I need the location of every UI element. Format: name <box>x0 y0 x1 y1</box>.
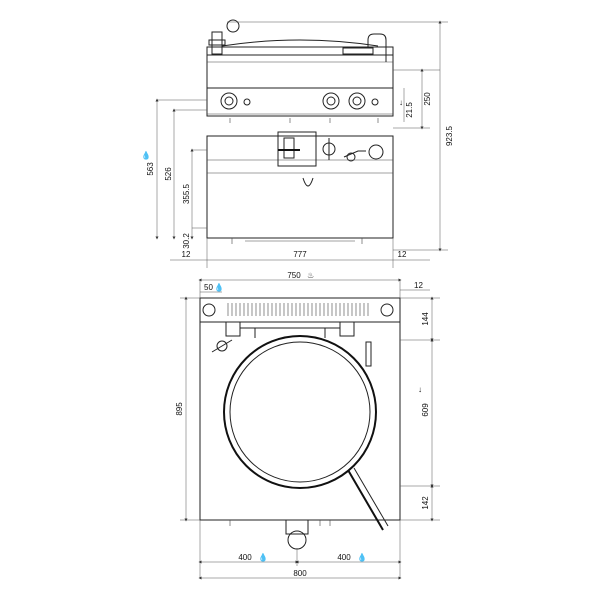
tilting-arm-edge <box>353 467 389 527</box>
label-144: 144 <box>421 312 430 326</box>
valve-handle <box>211 339 233 353</box>
label-750: 750 <box>287 271 301 280</box>
water-tap-icon <box>367 33 387 62</box>
water-drop-icon: 💧 <box>258 552 268 562</box>
drain-icon: ↓ <box>399 98 403 107</box>
kettle-pot-outer <box>223 335 377 489</box>
label-895: 895 <box>175 402 184 416</box>
knob-left-icon <box>220 92 238 110</box>
label-12-plan: 12 <box>414 281 423 290</box>
label-50: 50 <box>204 283 213 292</box>
label-21: 21.5 <box>405 102 414 118</box>
corner-foot-icon <box>380 303 394 317</box>
water-drop-icon: 💧 <box>141 150 151 160</box>
pressure-gauge-icon <box>226 19 240 33</box>
label-400-right: 400 <box>337 553 351 562</box>
label-923: 923.5 <box>445 125 454 146</box>
handle-knob-icon <box>346 152 356 162</box>
label-400-left: 400 <box>238 553 252 562</box>
label-777: 777 <box>293 250 307 259</box>
plan-dimensions: 750 ♨ 50 💧 12 895 144 609 ↓ 142 <box>175 271 440 580</box>
indicator-light-right-icon <box>371 98 379 106</box>
knob-left-inner <box>224 96 234 106</box>
upper-body <box>206 54 394 89</box>
lower-cabinet <box>206 135 394 239</box>
knob-right-inner <box>352 96 362 106</box>
front-elevation <box>206 19 394 244</box>
valve-knob-icon <box>216 340 228 352</box>
hinge-bracket-right <box>339 321 355 337</box>
label-609: 609 <box>421 403 430 417</box>
level-gauge-icon <box>365 341 372 367</box>
label-526: 526 <box>164 167 173 181</box>
vent-grille <box>227 303 369 316</box>
lid-outline <box>221 39 379 47</box>
drain-icon: ↓ <box>418 385 422 394</box>
kettle-pot-inner <box>229 341 371 483</box>
outlet-housing <box>285 519 309 535</box>
label-30: 30.2 <box>182 233 191 249</box>
gas-valve-icon <box>368 144 384 160</box>
label-12-right: 12 <box>398 250 407 259</box>
knob-right-icon <box>348 92 366 110</box>
corner-foot-icon <box>202 303 216 317</box>
tilting-arm <box>347 469 384 531</box>
label-355: 355.5 <box>182 183 191 204</box>
drain-valve-body <box>283 137 295 159</box>
gas-flame-icon: ♨ <box>307 271 314 280</box>
label-250: 250 <box>423 92 432 106</box>
hinge-bracket-left <box>225 321 241 337</box>
tap-bracket <box>342 47 374 55</box>
drain-outlet-icon <box>302 177 314 187</box>
valve-fitting <box>208 39 226 46</box>
label-12-left: 12 <box>182 250 191 259</box>
tilt-handle <box>343 150 366 158</box>
water-drop-icon: 💧 <box>357 552 367 562</box>
rear-strip <box>199 297 401 323</box>
knob-middle-icon <box>322 92 340 110</box>
label-563: 563 <box>146 162 155 176</box>
control-panel <box>206 87 394 117</box>
water-drop-icon: 💧 <box>214 282 224 292</box>
front-dimensions: 923.5 250 21.5 ↓ 563 💧 526 355.5 30.2 77… <box>141 20 454 268</box>
label-800: 800 <box>293 569 307 578</box>
indicator-light-icon <box>243 98 251 106</box>
safety-valve-icon <box>211 31 223 55</box>
plan-view <box>199 297 401 550</box>
knob-middle-inner <box>326 96 336 106</box>
label-142: 142 <box>421 496 430 510</box>
